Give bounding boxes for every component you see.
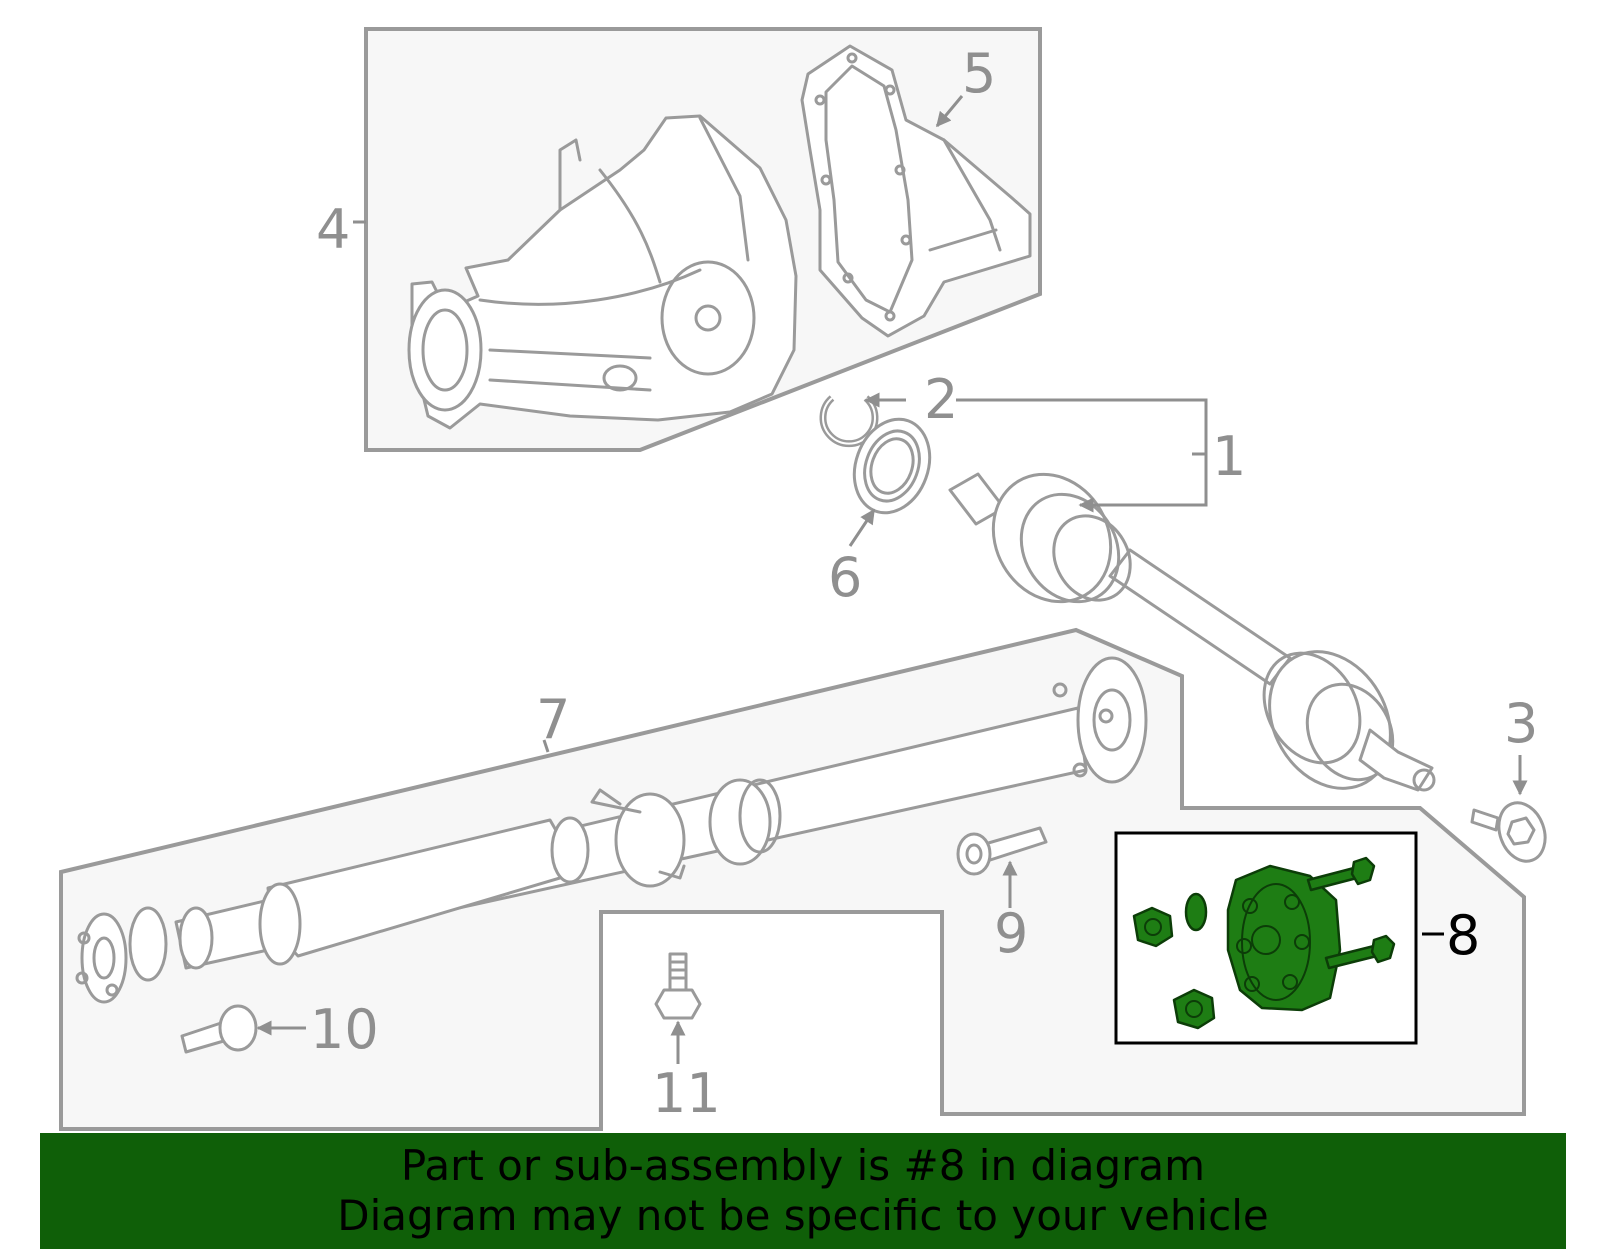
axle-shaft-part[interactable]: [948, 453, 1436, 811]
flex-disc-kit-part[interactable]: [1114, 831, 1418, 1045]
snap-ring-part[interactable]: [819, 395, 879, 448]
callout-3: 3: [1504, 692, 1538, 755]
leader-lines: [256, 95, 1528, 1064]
callout-8: 8: [1446, 904, 1480, 967]
info-banner: Part or sub-assembly is #8 in diagram Di…: [40, 1133, 1566, 1249]
cover-gasket-part[interactable]: [800, 44, 1032, 338]
callout-6: 6: [828, 546, 862, 609]
callout-5: 5: [962, 42, 996, 105]
callout-9: 9: [994, 902, 1028, 965]
bolt-11-part[interactable]: [654, 952, 702, 1020]
seal-part[interactable]: [842, 409, 942, 524]
axle-nut-part[interactable]: [1470, 796, 1553, 867]
callout-2: 2: [924, 368, 958, 431]
banner-line-2: Diagram may not be specific to your vehi…: [337, 1191, 1269, 1240]
callout-7: 7: [536, 688, 570, 751]
bolt-10-part[interactable]: [180, 1004, 258, 1054]
banner-line-1: Part or sub-assembly is #8 in diagram: [400, 1141, 1206, 1190]
callout-10: 10: [310, 998, 379, 1061]
callout-11: 11: [652, 1062, 721, 1125]
callout-1: 1: [1212, 425, 1246, 488]
callout-4: 4: [316, 198, 350, 261]
differential-housing-part[interactable]: [407, 114, 798, 430]
bolt-9-part[interactable]: [956, 826, 1048, 876]
driveshaft-part[interactable]: [75, 656, 1148, 1004]
